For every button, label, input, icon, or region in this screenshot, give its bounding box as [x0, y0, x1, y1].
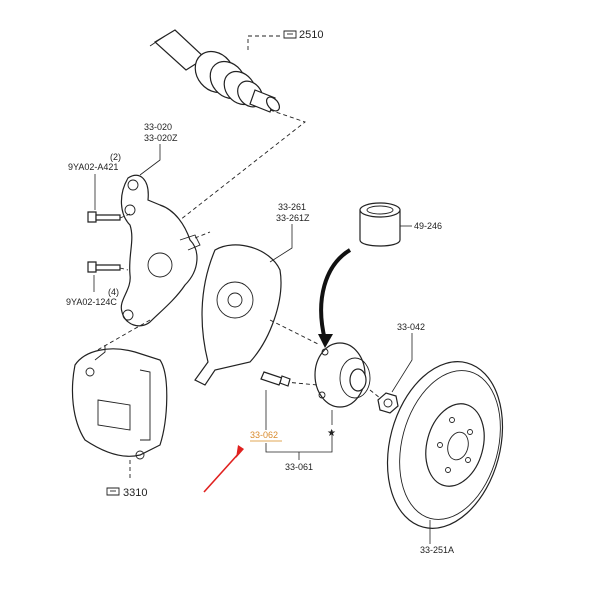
hand-pointer-icon [106, 487, 120, 496]
hand-pointer-icon [283, 30, 297, 39]
part-33-062: 33-062 [250, 430, 278, 440]
upper-bolt [87, 211, 121, 223]
part-9ya02-124c: 9YA02-124C [66, 297, 117, 307]
ref-3310-label: 3310 [123, 487, 147, 499]
star-mark: ★ [327, 428, 336, 439]
qty-upper-bolt: (2) [110, 152, 121, 162]
hub-nut [377, 392, 399, 414]
part-33-251a: 33-251A [420, 545, 454, 555]
part-33-020z: 33-020Z [144, 133, 178, 143]
brake-caliper [71, 345, 168, 460]
part-33-261: 33-261 [278, 202, 306, 212]
part-9ya02-a421: 9YA02-A421 [68, 162, 118, 172]
dust-shield [194, 244, 282, 386]
lower-bolt [87, 261, 121, 273]
wheel-bearing [359, 202, 401, 247]
part-33-042: 33-042 [397, 322, 425, 332]
hub-bolt [260, 371, 291, 387]
qty-lower-bolt: (4) [108, 287, 119, 297]
brake-disc [386, 361, 504, 529]
steering-knuckle [120, 174, 201, 327]
ref-2510-callout[interactable]: 2510 [283, 29, 323, 41]
part-33-061: 33-061 [285, 462, 313, 472]
ref-3310-callout[interactable]: 3310 [106, 487, 147, 499]
ref-2510-label: 2510 [299, 29, 323, 41]
drive-shaft [149, 29, 281, 113]
part-33-020: 33-020 [144, 122, 172, 132]
part-49-246: 49-246 [414, 221, 442, 231]
part-33-261z: 33-261Z [276, 213, 310, 223]
wheel-hub [314, 342, 371, 408]
